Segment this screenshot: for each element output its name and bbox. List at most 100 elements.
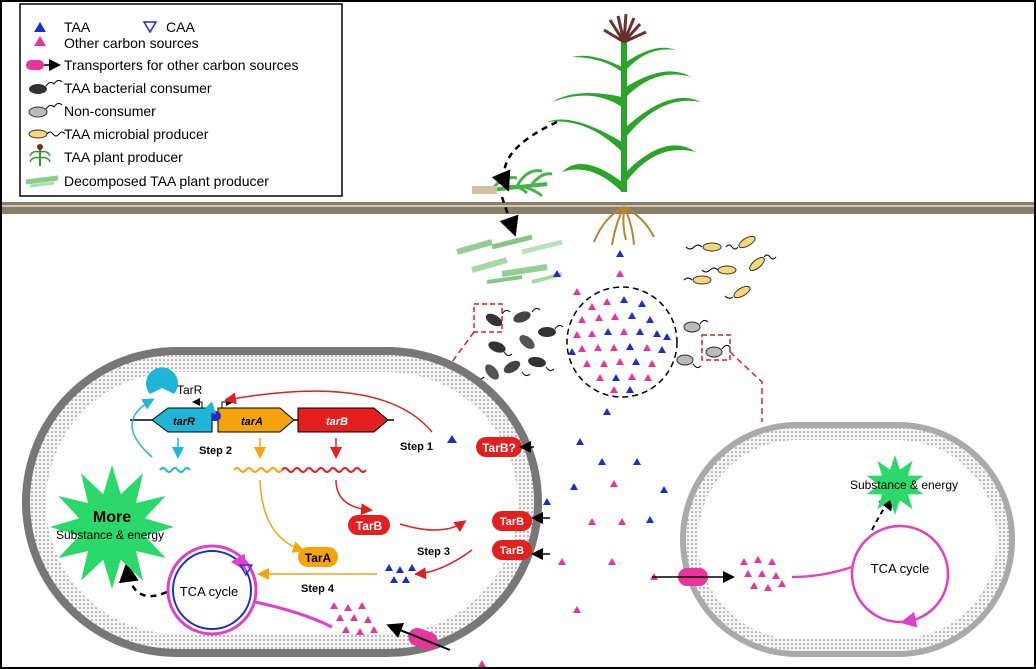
svg-text:TarB: TarB <box>500 545 524 557</box>
left-transporter <box>386 623 451 651</box>
other-carbon-triangle <box>558 558 566 565</box>
taa-triangle <box>658 346 666 353</box>
other-carbon-triangle <box>744 570 752 577</box>
other-carbon-triangle <box>573 331 581 338</box>
svg-text:TarB?: TarB? <box>482 441 516 455</box>
zoom-line-left <box>442 331 475 363</box>
other-carbon-triangle <box>610 386 618 393</box>
step1-arrow <box>224 390 433 433</box>
tarb-membrane-1: TarB <box>492 511 532 531</box>
other-carbon-triangle <box>356 628 364 635</box>
taa-triangle <box>598 458 606 465</box>
legend-non-consumer: Non-consumer <box>64 103 156 119</box>
step-1-label: Step 1 <box>400 441 433 453</box>
other-carbon-triangle <box>620 328 628 335</box>
legend-other-carbon: Other carbon sources <box>64 35 199 51</box>
taa-triangle <box>626 386 634 393</box>
zoom-line-right <box>729 351 763 422</box>
taa-triangle <box>603 408 611 415</box>
other-carbon-triangle <box>616 270 624 277</box>
other-carbon-triangle <box>344 604 352 611</box>
right-tca-cycle <box>791 524 950 628</box>
tarR-protein <box>146 367 178 394</box>
legend-transporter: Transporters for other carbon sources <box>64 57 298 73</box>
tarB-mrna <box>281 467 367 473</box>
taa-triangle <box>663 333 671 340</box>
tarA-translation-arrow <box>259 479 305 553</box>
legend-microbe-producer: TAA microbial producer <box>64 126 209 142</box>
svg-text:TarB: TarB <box>500 516 524 528</box>
other-carbon-triangle <box>616 358 624 365</box>
carbon-pool-triangles <box>568 296 671 393</box>
taa-triangle <box>604 328 612 335</box>
right-energy-arrow <box>871 493 895 531</box>
legend-decomposed-plant: Decomposed TAA plant producer <box>64 173 269 189</box>
taa-triangle <box>620 296 628 303</box>
tarR-label: TarR <box>177 383 203 397</box>
taa-triangle <box>576 438 584 445</box>
other-carbon-triangle <box>768 558 776 565</box>
other-carbon-triangle <box>583 360 591 367</box>
right-transporter <box>652 568 735 586</box>
other-carbon-triangle <box>778 580 786 587</box>
other-carbon-triangle <box>600 360 608 367</box>
right-tca-label: TCA cycle <box>871 561 930 576</box>
other-carbon-triangle <box>342 626 350 633</box>
taa-triangle <box>653 330 661 337</box>
non-consumer-legend-icon <box>28 106 48 118</box>
left-tca-label: TCA cycle <box>180 584 239 599</box>
other-carbon-triangle <box>573 288 581 295</box>
gene-tarR-label: tarR <box>173 416 195 428</box>
right-cell <box>680 422 1015 657</box>
other-carbon-triangle <box>596 374 604 381</box>
left-tca-cycle <box>166 544 333 636</box>
other-carbon-triangle <box>595 314 603 321</box>
taa-triangle <box>660 486 668 493</box>
other-carbon-triangle <box>610 480 618 487</box>
gene-tarB <box>297 407 389 433</box>
fallen-plant <box>471 169 553 198</box>
right-energy-star <box>866 455 924 515</box>
other-carbon-triangle <box>643 344 651 351</box>
other-carbon-triangle <box>330 602 338 609</box>
consumer-legend-icon <box>29 84 47 94</box>
taa-legend-icon <box>34 22 46 32</box>
other-carbon-triangle <box>336 614 344 621</box>
other-carbon-triangle <box>608 558 616 565</box>
tarR-feedback-arrow <box>131 398 155 458</box>
legend-plant-producer: TAA plant producer <box>64 149 183 165</box>
other-carbon-triangle <box>594 344 602 351</box>
gene-tarA-label: tarA <box>241 416 263 428</box>
other-carbon-triangle <box>754 556 762 563</box>
tara-protein: TarA <box>298 547 338 567</box>
step-3-label: Step 3 <box>417 546 450 558</box>
other-carbon-triangle <box>750 582 758 589</box>
plant-legend-icon <box>29 144 51 166</box>
taa-triangle <box>646 316 654 323</box>
taa-triangle <box>396 566 404 573</box>
scattered-triangles <box>478 250 668 667</box>
other-carbon-triangle <box>370 626 378 633</box>
taa-triangle <box>568 348 576 355</box>
tarb-membrane-2: TarB <box>492 540 532 560</box>
taa-triangle <box>636 328 644 335</box>
taa-triangle <box>553 270 561 277</box>
right-energy-label: Substance & energy <box>850 478 958 492</box>
taa-triangle <box>402 576 410 583</box>
taa-triangle <box>612 374 620 381</box>
step-4-label: Step 4 <box>301 583 335 595</box>
taa-triangle <box>390 576 398 583</box>
non-consumer-zoom-box <box>701 334 731 361</box>
taa-triangle <box>633 458 641 465</box>
caa-legend-icon <box>142 21 158 34</box>
other-carbon-triangle <box>648 360 656 367</box>
other-carbon-triangle <box>588 303 596 310</box>
legend-taa: TAA <box>64 19 91 35</box>
other-carbon-triangle <box>644 374 652 381</box>
other-carbon-triangle <box>350 614 358 621</box>
corn-plant <box>547 13 701 192</box>
soil-surface <box>2 202 1034 214</box>
consumer-zoom-box <box>473 303 503 333</box>
